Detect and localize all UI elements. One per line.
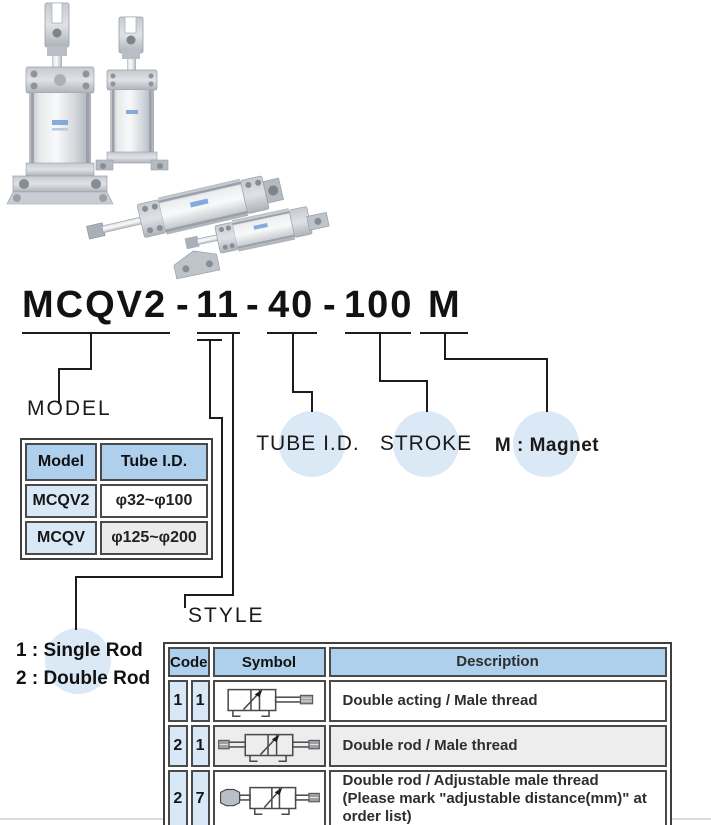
stroke-highlight-circle xyxy=(393,411,459,477)
magnet-callout: M : Magnet xyxy=(494,435,600,456)
model-section-label: MODEL xyxy=(27,397,112,420)
connector-rod-code xyxy=(221,417,223,578)
code-digit-cell: 2 xyxy=(168,725,188,767)
description-cell: Double rod / Adjustable male thread (Ple… xyxy=(328,770,667,825)
model-name-cell: MCQV2 xyxy=(25,484,97,518)
connector-rod-code xyxy=(75,576,223,578)
code-segment-tube: 40 xyxy=(268,284,315,326)
connector-magnet xyxy=(546,358,548,412)
description-line: (Please mark "adjustable distance(mm)" a… xyxy=(342,790,647,825)
connector-tube xyxy=(292,391,313,393)
stroke-callout: STROKE xyxy=(379,432,473,455)
underline-stroke xyxy=(345,332,411,334)
connector-model xyxy=(90,332,92,370)
tube-highlight-circle xyxy=(279,411,345,477)
rod-legend-single: 1 : Single Rod xyxy=(16,640,143,661)
connector-stroke xyxy=(426,380,428,412)
connector-tube xyxy=(311,391,313,412)
code-digit-cell: 1 xyxy=(168,680,188,722)
style-section-label: STYLE xyxy=(188,604,265,627)
code-separator: - xyxy=(176,284,191,326)
tube-id-range-cell: φ125~φ200 xyxy=(100,521,208,555)
connector-style xyxy=(232,332,234,596)
style-table-header-code: Code xyxy=(168,647,210,677)
horizontal-cylinder-large xyxy=(86,175,284,240)
connector-style xyxy=(184,594,186,608)
model-table-header-model: Model xyxy=(25,443,97,481)
code-separator: - xyxy=(323,284,338,326)
single-rod-male-thread-symbol-icon xyxy=(227,688,314,717)
code-digit-cell: 7 xyxy=(190,770,210,825)
model-table: Model Tube I.D. MCQV2 φ32~φ100 MCQV φ125… xyxy=(20,438,213,560)
code-segment-stroke: 100 xyxy=(344,284,414,326)
table-row: 1 1 xyxy=(168,680,667,722)
table-row: 2 7 xyxy=(168,770,667,825)
table-row: 2 1 xyxy=(168,725,667,767)
double-rod-male-thread-symbol-icon xyxy=(218,733,320,762)
style-table: Code Symbol Description 1 1 xyxy=(163,642,672,825)
style-table-header-description: Description xyxy=(328,647,667,677)
connector-rod-code xyxy=(209,417,223,419)
double-rod-adjustable-male-thread-symbol-icon xyxy=(219,786,320,815)
vertical-foot-mount-cylinder xyxy=(95,16,169,171)
rod-legend-highlight-circle xyxy=(45,628,111,694)
code-segment-magnet: M xyxy=(428,284,462,326)
table-row: MCQV2 φ32~φ100 xyxy=(25,484,208,518)
description-line: Double rod / Adjustable male thread xyxy=(342,772,599,789)
code-segment-style: 11 xyxy=(196,284,241,326)
connector-stroke xyxy=(379,332,381,382)
model-table-header-tube-id: Tube I.D. xyxy=(100,443,208,481)
description-line: Double rod / Male thread xyxy=(342,737,518,754)
model-name-cell: MCQV xyxy=(25,521,97,555)
underline-style-codes xyxy=(197,332,240,334)
code-segment-model: MCQV2 xyxy=(22,284,168,326)
connector-magnet xyxy=(444,332,446,360)
connector-magnet xyxy=(444,358,548,360)
symbol-cell xyxy=(212,680,326,722)
connector-rod-code xyxy=(75,576,77,630)
magnet-highlight-circle xyxy=(513,411,579,477)
description-cell: Double acting / Male thread xyxy=(328,680,667,722)
horizontal-foot-mount-cylinder-small xyxy=(173,206,330,280)
style-table-header-symbol: Symbol xyxy=(212,647,326,677)
table-row: MCQV φ125~φ200 xyxy=(25,521,208,555)
rod-legend-double: 2 : Double Rod xyxy=(16,668,151,689)
description-line: Double acting / Male thread xyxy=(342,692,538,709)
tube-id-range-cell: φ32~φ100 xyxy=(100,484,208,518)
code-digit-cell: 2 xyxy=(168,770,188,825)
symbol-cell xyxy=(212,725,326,767)
connector-model xyxy=(58,368,60,404)
vertical-flange-mount-cylinder xyxy=(6,2,114,205)
connector-model xyxy=(58,368,92,370)
tube-id-callout: TUBE I.D. xyxy=(256,432,360,455)
product-photo xyxy=(6,2,330,280)
connector-stroke xyxy=(379,380,428,382)
code-separator: - xyxy=(246,284,261,326)
code-digit-cell: 1 xyxy=(190,725,210,767)
connector-rod-code xyxy=(209,339,211,419)
rod-code-legend: 1 : Single Rod 2 : Double Rod xyxy=(16,637,150,693)
code-digit-cell: 1 xyxy=(190,680,210,722)
description-cell: Double rod / Male thread xyxy=(328,725,667,767)
underline-model xyxy=(22,332,170,334)
connector-tube xyxy=(292,332,294,393)
connector-style xyxy=(184,594,234,596)
symbol-cell xyxy=(212,770,326,825)
